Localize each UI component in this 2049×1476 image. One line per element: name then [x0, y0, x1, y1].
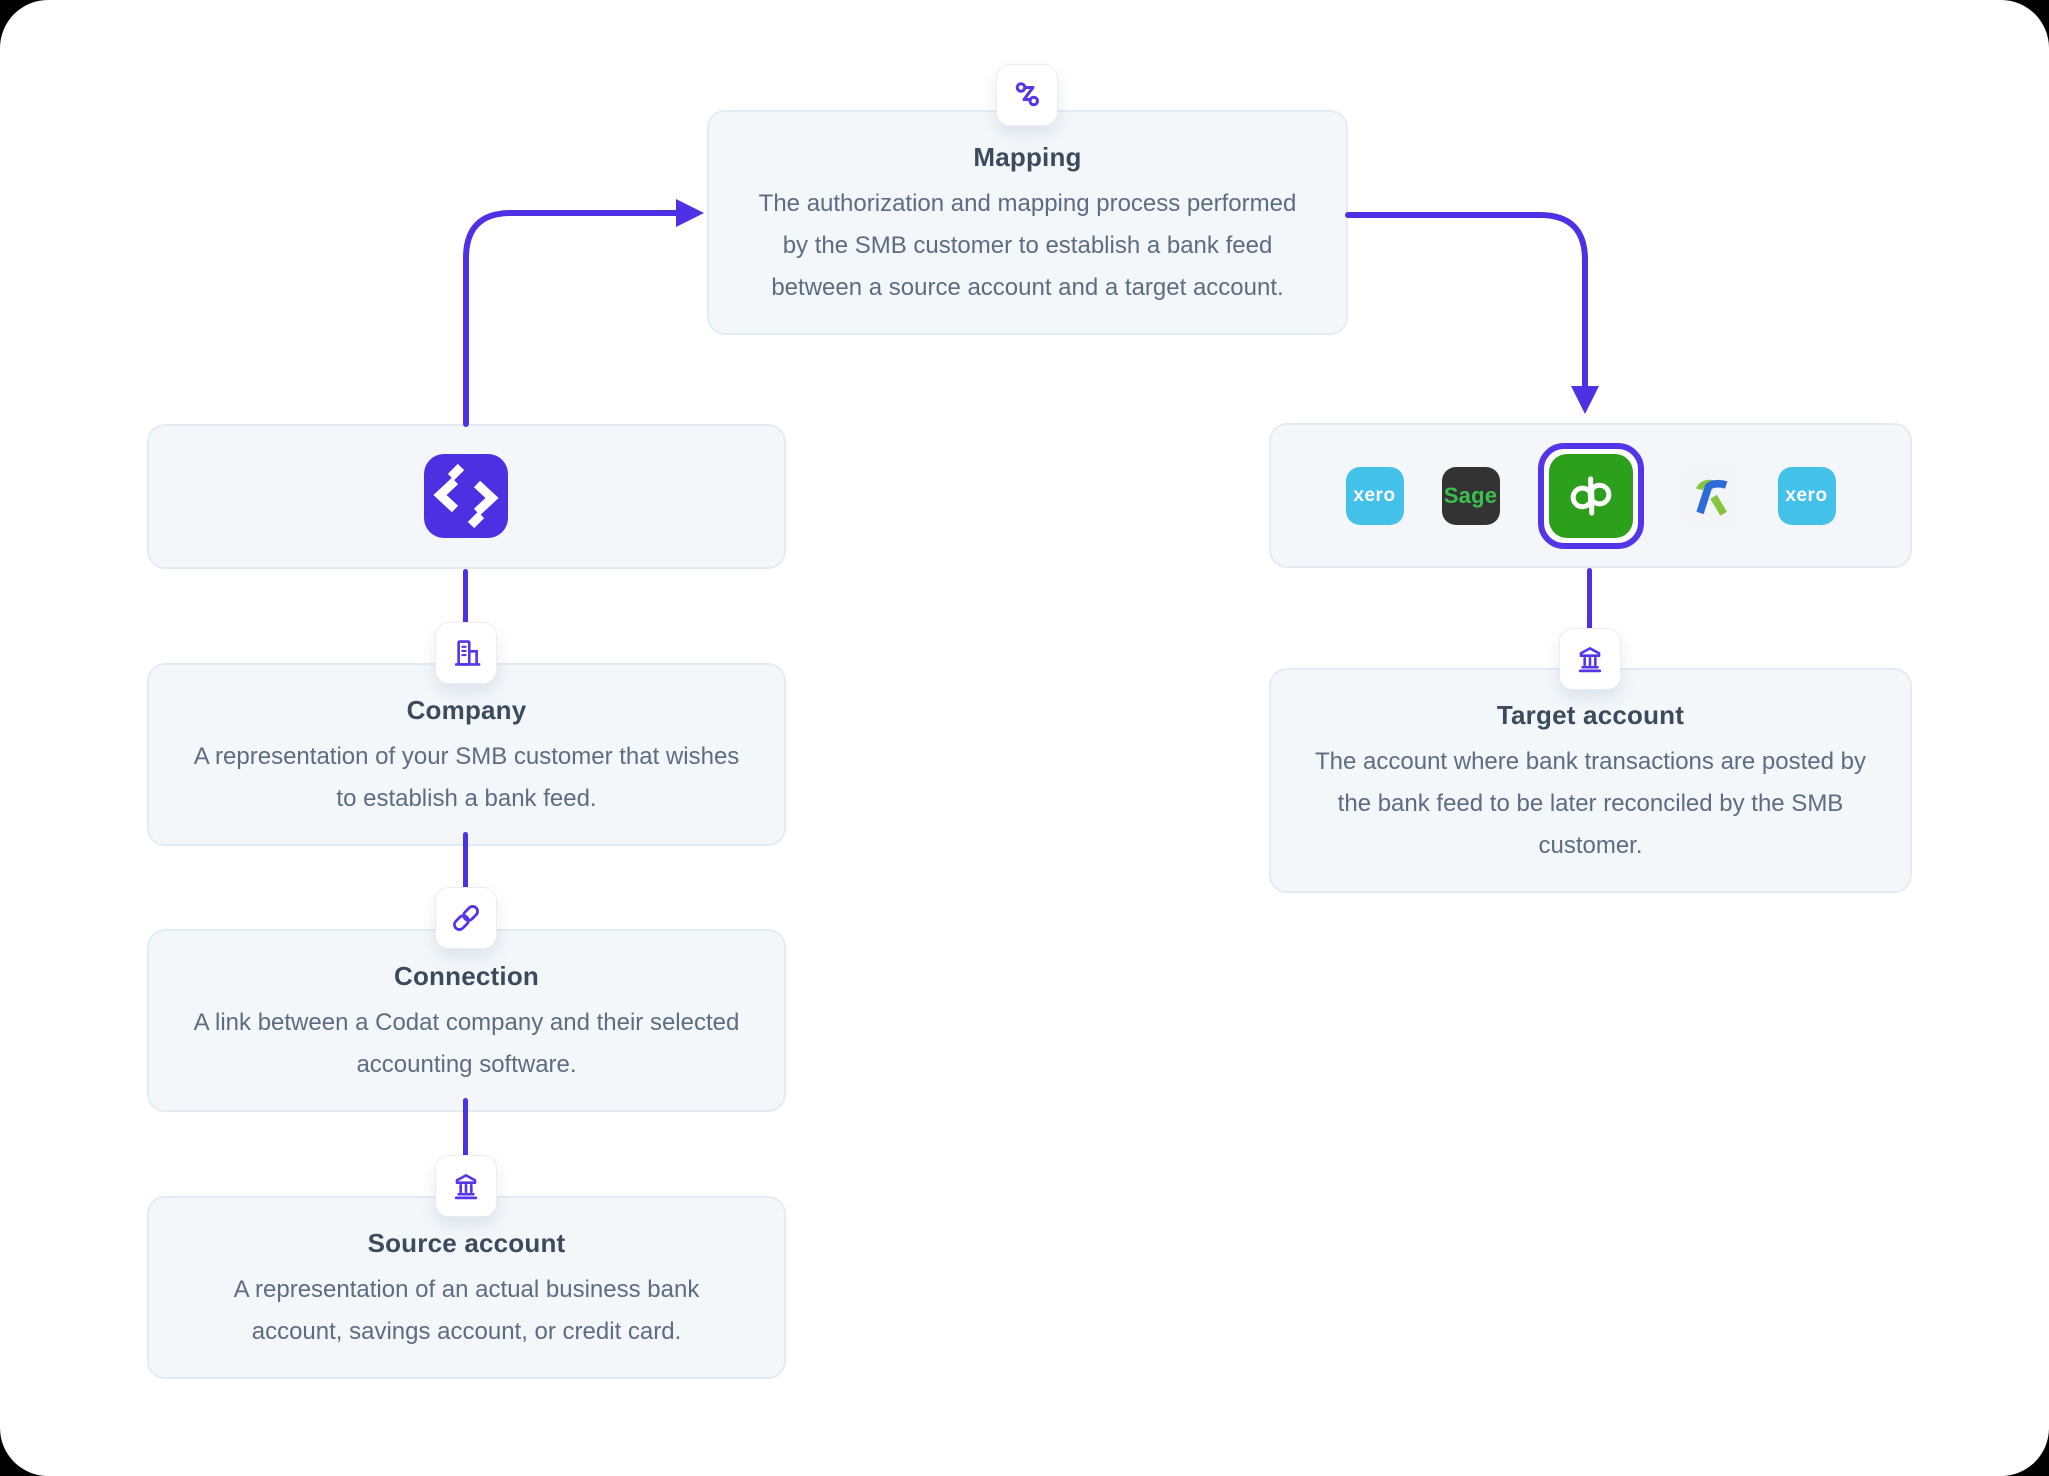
connector-integrations-target [1587, 568, 1592, 632]
arrow-codat-to-mapping [463, 199, 704, 427]
connection-title: Connection [394, 961, 539, 991]
mapping-node: Mapping The authorization and mapping pr… [707, 110, 1348, 335]
freeagent-icon [1695, 479, 1727, 516]
mapping-title: Mapping [973, 142, 1082, 172]
xero-logo-text: xero [1353, 484, 1396, 506]
link-icon [453, 905, 479, 931]
mapping-badge [996, 64, 1058, 126]
connection-node: Connection A link between a Codat compan… [147, 929, 786, 1112]
target-account-node: Target account The account where bank tr… [1269, 668, 1912, 893]
target-account-description: The account where bank transactions are … [1315, 748, 1866, 859]
bank-icon [454, 1174, 478, 1200]
company-title: Company [406, 695, 527, 725]
connection-badge [435, 887, 497, 949]
connector-codat-company [463, 569, 468, 626]
mapping-description: The authorization and mapping process pe… [758, 190, 1297, 301]
target-account-badge [1559, 628, 1621, 690]
quickbooks-logo [1548, 453, 1633, 538]
building-icon [454, 640, 481, 666]
company-badge [435, 622, 497, 684]
sage-logo: Sage [1441, 466, 1500, 525]
connector-connection-source [463, 1098, 468, 1159]
integrations-row: xero Sage [1269, 423, 1912, 568]
quickbooks-selected-ring [1537, 442, 1644, 549]
source-account-badge [435, 1155, 497, 1217]
company-node: Company A representation of your SMB cus… [147, 663, 786, 846]
xero-logo: xero [1345, 466, 1404, 525]
xero-logo: xero [1777, 466, 1836, 525]
quickbooks-qb-icon [1570, 475, 1611, 516]
target-account-title: Target account [1496, 700, 1685, 730]
source-account-title: Source account [367, 1228, 566, 1258]
xero-logo-text: xero [1785, 484, 1828, 506]
source-account-description: A representation of an actual business b… [233, 1276, 700, 1345]
arrow-mapping-to-integrations [1345, 212, 1599, 414]
bank-icon [1578, 647, 1602, 673]
route-icon [1015, 82, 1039, 107]
connection-description: A link between a Codat company and their… [193, 1009, 740, 1078]
sage-logo-text: Sage [1443, 482, 1498, 508]
codat-logo [424, 454, 508, 538]
freeagent-logo [1681, 466, 1740, 525]
company-description: A representation of your SMB customer th… [193, 743, 740, 812]
source-account-node: Source account A representation of an ac… [147, 1196, 786, 1379]
connector-company-connection [463, 832, 468, 892]
